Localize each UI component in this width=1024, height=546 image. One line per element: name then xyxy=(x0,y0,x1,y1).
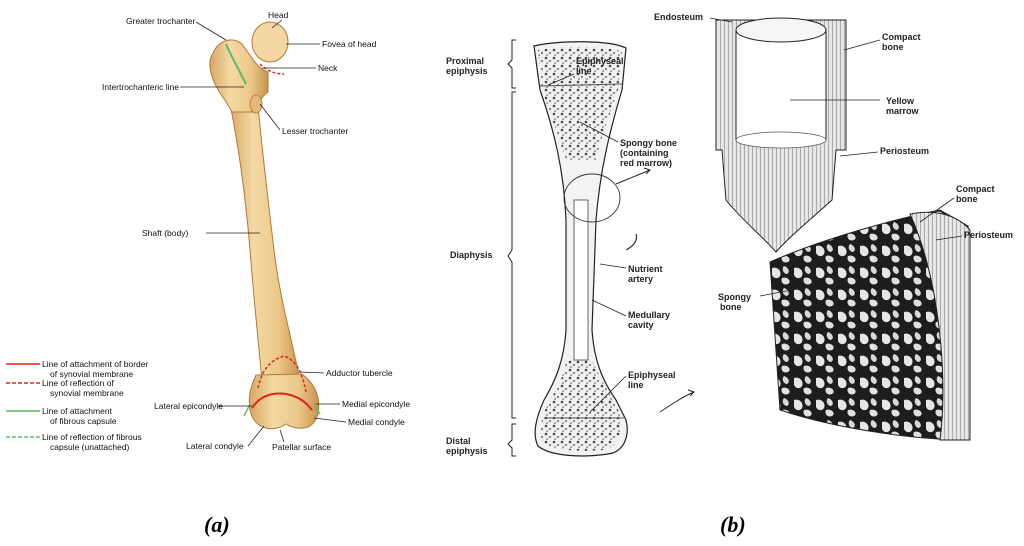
label-lateral-epicondyle: Lateral epicondyle xyxy=(154,401,223,411)
femur-shaft xyxy=(228,95,300,380)
label-nutrient-artery-2: artery xyxy=(628,274,653,284)
caption-a: (a) xyxy=(204,512,230,538)
label-lateral-condyle: Lateral condyle xyxy=(186,441,244,451)
legend-item-synovial-attachment: Line of attachment of border of synovial… xyxy=(42,359,148,379)
label-medullary-cavity-2: cavity xyxy=(628,320,654,330)
label-intertrochanteric-line: Intertrochanteric line xyxy=(102,82,179,92)
label-adductor-tubercle: Adductor tubercle xyxy=(326,368,393,378)
label-compact-bone-bottom-1: Compact xyxy=(956,184,995,194)
label-medial-epicondyle: Medial epicondyle xyxy=(342,399,410,409)
label-compact-bone-top-1: Compact xyxy=(882,32,921,42)
label-neck: Neck xyxy=(318,63,337,73)
label-spongy-bone-detail-2: bone xyxy=(720,302,742,312)
label-shaft: Shaft (body) xyxy=(142,228,188,238)
label-medullary-cavity-1: Medullary xyxy=(628,310,670,320)
label-compact-bone-top-2: bone xyxy=(882,42,904,52)
label-periosteum-top: Periosteum xyxy=(880,146,929,156)
label-head: Head xyxy=(268,10,288,20)
femur-panel: Greater trochanter Head Fovea of head Ne… xyxy=(0,0,440,546)
label-epiphyseal-line-bottom-1: Epiphyseal xyxy=(628,370,676,380)
legend-item-synovial-reflection: Line of reflection of synovial membrane xyxy=(42,378,124,398)
legend-item-fibrous-reflection: Line of reflection of fibrous capsule (u… xyxy=(42,432,142,452)
label-nutrient-artery-1: Nutrient xyxy=(628,264,663,274)
label-fovea-of-head: Fovea of head xyxy=(322,39,376,49)
femur-head xyxy=(252,22,288,62)
label-proximal-epiphysis-1: Proximal xyxy=(446,56,484,66)
label-yellow-marrow-1: Yellow xyxy=(886,96,914,106)
label-distal-epiphysis-1: Distal xyxy=(446,436,471,446)
bone-structure-illustration xyxy=(440,0,1024,546)
label-proximal-epiphysis-2: epiphysis xyxy=(446,66,488,76)
label-yellow-marrow-2: marrow xyxy=(886,106,919,116)
label-diaphysis: Diaphysis xyxy=(450,250,493,260)
label-distal-epiphysis-2: epiphysis xyxy=(446,446,488,456)
label-lesser-trochanter: Lesser trochanter xyxy=(282,126,348,136)
label-spongy-bone-detail-1: Spongy xyxy=(718,292,751,302)
label-medial-condyle: Medial condyle xyxy=(348,417,405,427)
label-epiphyseal-line-bottom-2: line xyxy=(628,380,644,390)
label-epiphyseal-line-top-1: Epiphyseal xyxy=(576,56,624,66)
label-spongy-bone-2: (containing xyxy=(620,148,669,158)
label-endosteum: Endosteum xyxy=(654,12,703,22)
label-patellar-surface: Patellar surface xyxy=(272,442,331,452)
label-spongy-bone-3: red marrow) xyxy=(620,158,672,168)
label-greater-trochanter: Greater trochanter xyxy=(126,16,195,26)
label-compact-bone-bottom-2: bone xyxy=(956,194,978,204)
label-periosteum-bottom: Periosteum xyxy=(964,230,1013,240)
label-spongy-bone-1: Spongy bone xyxy=(620,138,677,148)
femur-illustration xyxy=(0,0,440,546)
legend-item-fibrous-attachment: Line of attachment of fibrous capsule xyxy=(42,406,117,426)
label-epiphyseal-line-top-2: line xyxy=(576,66,592,76)
bone-structure-panel: Proximal epiphysis Diaphysis Distal epip… xyxy=(440,0,1024,546)
caption-b: (b) xyxy=(720,512,746,538)
